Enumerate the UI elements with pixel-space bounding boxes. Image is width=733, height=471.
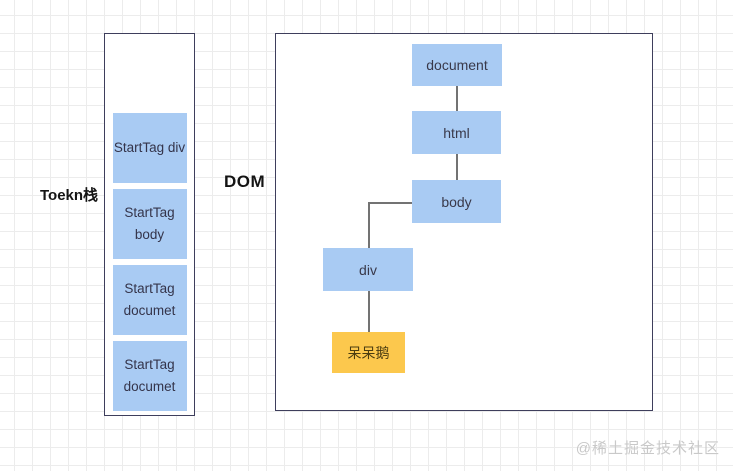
dom-label: DOM	[224, 172, 266, 191]
connector-document-html	[456, 86, 458, 111]
connector-html-body	[456, 154, 458, 180]
tree-node-body: body	[412, 180, 501, 223]
tree-node-div: div	[323, 248, 413, 291]
token-stack-container: StartTag div StartTag body StartTag docu…	[104, 33, 195, 416]
token-stack-item: StartTag body	[112, 189, 187, 259]
connector-body-div-vertical	[368, 202, 370, 248]
tree-node-document: document	[412, 44, 502, 86]
token-stack-label: Toekn栈	[40, 187, 99, 204]
connector-div-goose	[368, 291, 370, 332]
token-stack-item: StartTag documet	[112, 341, 187, 411]
tree-node-html: html	[412, 111, 501, 154]
tree-node-goose: 呆呆鹅	[332, 332, 405, 373]
watermark: @稀土掘金技术社区	[575, 440, 720, 457]
token-stack-item: StartTag div	[112, 113, 187, 183]
token-stack-item: StartTag documet	[112, 265, 187, 335]
connector-body-div-horizontal	[368, 202, 413, 204]
